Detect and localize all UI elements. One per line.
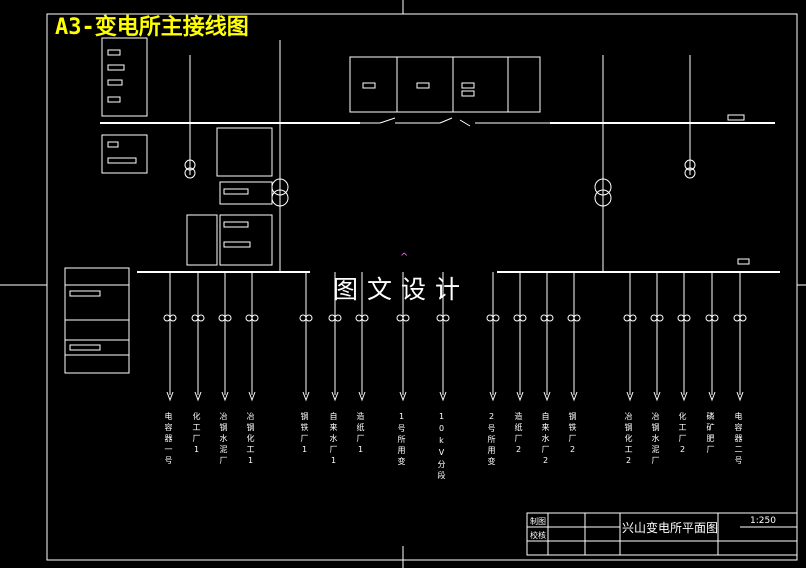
current-transformer-symbol — [623, 314, 631, 322]
current-transformer-symbol — [705, 314, 713, 322]
switchgear-cabinet — [349, 56, 541, 113]
current-transformer-symbol — [492, 314, 500, 322]
feeder-arrow — [543, 391, 551, 402]
feeder-label: 10kV分段 — [437, 412, 446, 482]
feeder-arrow — [653, 391, 661, 402]
feeder-arrow — [439, 391, 447, 402]
current-transformer-symbol — [733, 314, 741, 322]
drawing-title: A3-变电所主接线图 — [55, 15, 249, 40]
feeder-arrow — [194, 391, 202, 402]
current-transformer-symbol — [436, 314, 444, 322]
current-transformer-symbol — [442, 314, 450, 322]
feeder-label: 磷矿肥厂 — [706, 412, 715, 456]
current-transformer-symbol — [218, 314, 226, 322]
feeder-label: 冶钢化工1 — [246, 412, 255, 468]
feeder-label: 冶钢化工2 — [624, 412, 633, 468]
current-transformer-symbol — [163, 314, 171, 322]
current-transformer-symbol — [251, 314, 259, 322]
feeder-label: 自来水厂2 — [541, 412, 550, 468]
feeder-label: 钢铁厂1 — [300, 412, 309, 457]
title-block-drawing-name: 兴山变电所平面图 — [622, 521, 719, 535]
current-transformer-symbol — [402, 314, 410, 322]
current-transformer-symbol — [197, 314, 205, 322]
feeder-label: 造纸厂1 — [356, 412, 365, 457]
current-transformer-symbol — [305, 314, 313, 322]
feeder-label: 自来水厂1 — [329, 412, 338, 468]
current-transformer-symbol — [540, 314, 548, 322]
title-block-label-draw: 制图 — [530, 517, 546, 526]
feeder-label: 化工厂2 — [678, 412, 687, 457]
title-block — [526, 512, 798, 556]
feeder-arrow — [680, 391, 688, 402]
feeder-arrow — [358, 391, 366, 402]
feeder-arrow — [570, 391, 578, 402]
current-transformer-symbol — [486, 314, 494, 322]
feeder-arrow — [331, 391, 339, 402]
current-transformer-symbol — [396, 314, 404, 322]
feeder-arrow — [248, 391, 256, 402]
feeder-label: 电容器一号 — [164, 412, 173, 467]
current-transformer-symbol — [677, 314, 685, 322]
current-transformer-symbol — [299, 314, 307, 322]
current-transformer-symbol — [519, 314, 527, 322]
feeder-arrow — [516, 391, 524, 402]
drawing-frame — [46, 13, 798, 561]
current-transformer-symbol — [683, 314, 691, 322]
accent-mark: ^ — [400, 252, 408, 263]
current-transformer-symbol — [224, 314, 232, 322]
feeder-label: 电容器二号 — [734, 412, 743, 467]
feeder-label: 造纸厂2 — [514, 412, 523, 457]
feeder-arrow — [489, 391, 497, 402]
watermark-text: 图文设计 — [333, 275, 470, 304]
current-transformer-symbol — [355, 314, 363, 322]
title-block-label-check: 校核 — [530, 531, 546, 540]
current-transformer-symbol — [328, 314, 336, 322]
current-transformer-symbol — [191, 314, 199, 322]
current-transformer-symbol — [711, 314, 719, 322]
feeder-arrow — [626, 391, 634, 402]
feeder-arrow — [166, 391, 174, 402]
feeder-arrow — [302, 391, 310, 402]
feeder-arrow — [399, 391, 407, 402]
current-transformer-symbol — [245, 314, 253, 322]
feeder-label: 冶钢水泥厂 — [651, 412, 660, 467]
feeder-arrow — [221, 391, 229, 402]
current-transformer-symbol — [656, 314, 664, 322]
current-transformer-symbol — [650, 314, 658, 322]
legend-box — [101, 37, 148, 117]
feeder-label: 冶钢水泥厂 — [219, 412, 228, 467]
current-transformer-symbol — [739, 314, 747, 322]
feeder-label: 1号所用变 — [397, 412, 406, 468]
feeder-arrow — [736, 391, 744, 402]
transformer-1 — [271, 178, 289, 196]
feeder-label: 钢铁厂2 — [568, 412, 577, 457]
title-block-scale: 1:250 — [750, 516, 776, 526]
current-transformer-symbol — [546, 314, 554, 322]
transformer-2 — [594, 178, 612, 196]
feeder-label: 2号所用变 — [487, 412, 496, 468]
feeder-label: 化工厂1 — [192, 412, 201, 457]
current-transformer-symbol — [573, 314, 581, 322]
current-transformer-symbol — [334, 314, 342, 322]
current-transformer-symbol — [513, 314, 521, 322]
feeder-arrow — [708, 391, 716, 402]
current-transformer-symbol — [169, 314, 177, 322]
current-transformer-symbol — [361, 314, 369, 322]
current-transformer-symbol — [629, 314, 637, 322]
bus-tie-switch — [360, 117, 550, 127]
current-transformer-symbol — [567, 314, 575, 322]
